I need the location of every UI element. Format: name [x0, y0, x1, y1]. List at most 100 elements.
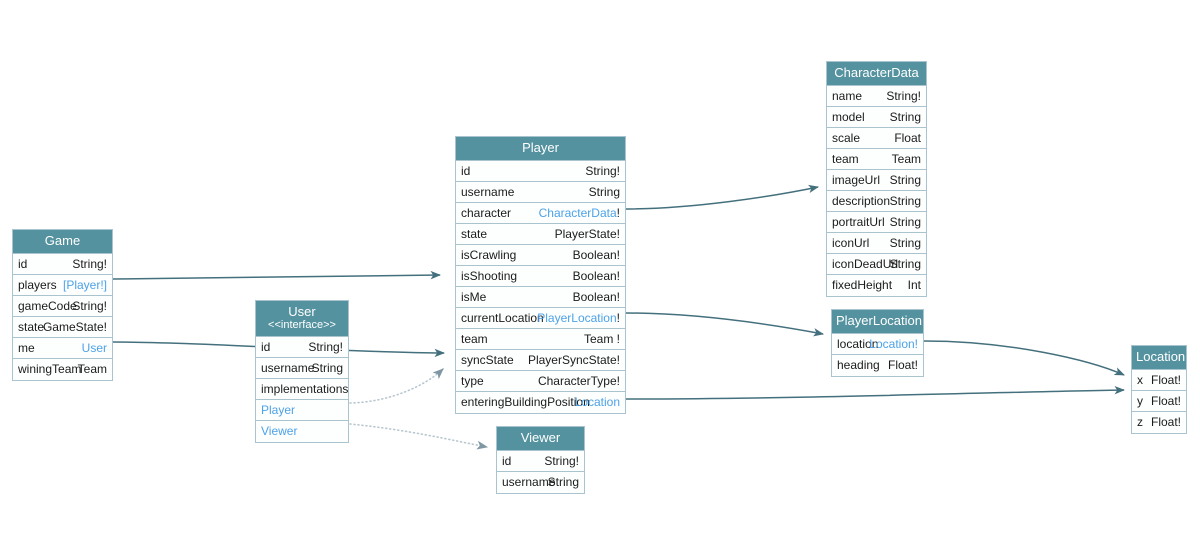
node-title: Player — [522, 140, 559, 155]
field-name: portraitUrl — [832, 215, 885, 229]
node-title: PlayerLocation — [836, 313, 922, 328]
field-type-nonnull: ! — [616, 206, 620, 220]
field-name: syncState — [461, 353, 514, 367]
field-row[interactable]: Player — [256, 400, 348, 421]
field-type: String — [889, 110, 921, 124]
field-type: Team — [77, 362, 107, 376]
field-type[interactable]: Location — [575, 392, 620, 412]
field-type: Int — [907, 278, 921, 292]
field-type: String! — [585, 164, 620, 178]
node-header-location: Location — [1132, 346, 1186, 370]
field-row[interactable]: implementations — [256, 379, 348, 400]
field-type: PlayerState! — [554, 227, 620, 241]
field-type: GameState! — [42, 320, 107, 334]
field-name: type — [461, 374, 484, 388]
edge-playerlocation-location-to-location — [923, 340, 1125, 376]
field-type: String — [588, 185, 620, 199]
field-type: CharacterType! — [537, 374, 620, 388]
field-name: username — [502, 475, 556, 489]
field-type: String — [311, 361, 343, 375]
field-type-link[interactable]: PlayerLocation — [537, 311, 617, 325]
field-type-link[interactable]: Location! — [869, 337, 918, 351]
field-row[interactable]: isCrawling Boolean! — [456, 245, 625, 266]
field-row[interactable]: type CharacterType! — [456, 371, 625, 392]
field-type[interactable]: CharacterData! — [539, 203, 620, 223]
field-row[interactable]: username String — [456, 182, 625, 203]
field-type: String! — [72, 299, 107, 313]
field-row[interactable]: Viewer — [256, 421, 348, 442]
node-header-viewer: Viewer — [497, 427, 584, 451]
field-name: iconUrl — [832, 236, 870, 250]
field-name: id — [18, 257, 28, 271]
node-header-player: Player — [456, 137, 625, 161]
field-name: isMe — [461, 290, 487, 304]
field-name: players — [18, 278, 57, 292]
field-type-link[interactable]: CharacterData — [538, 206, 617, 220]
edge-player-currentlocation-to-playerlocation — [625, 312, 825, 337]
field-type[interactable]: [Player!] — [63, 275, 107, 295]
field-type-link[interactable]: User — [81, 341, 107, 355]
field-name: z — [1137, 415, 1143, 429]
field-name: isCrawling — [461, 248, 517, 262]
field-label: implementations — [261, 382, 348, 396]
field-type-link[interactable]: [Player!] — [62, 278, 107, 292]
field-name: x — [1137, 373, 1143, 387]
node-title: User — [288, 304, 316, 319]
implementation-link[interactable]: Viewer — [261, 424, 298, 438]
edge-player-character-to-characterdata — [625, 184, 820, 210]
edge-user-player-implementation — [349, 368, 444, 404]
field-type-link[interactable]: Location — [574, 395, 620, 409]
field-type: String — [547, 475, 579, 489]
field-name: scale — [832, 131, 861, 145]
field-name: enteringBuildingPosition — [461, 395, 590, 409]
field-name: username — [461, 185, 515, 199]
field-type[interactable]: User — [82, 338, 107, 358]
field-type: Float! — [887, 358, 918, 372]
field-type[interactable]: PlayerLocation! — [537, 308, 620, 328]
field-type[interactable]: Location! — [869, 334, 918, 354]
field-row[interactable]: players [Player!] — [13, 275, 112, 296]
field-type: Boolean! — [572, 248, 620, 262]
implementation-link[interactable]: Player — [261, 403, 296, 417]
